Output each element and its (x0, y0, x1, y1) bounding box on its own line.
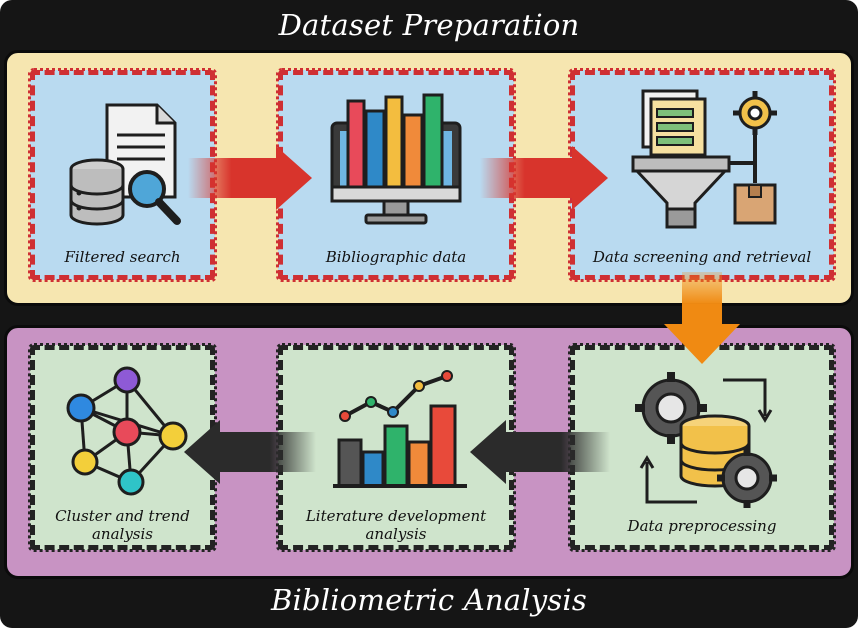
cluster-trend-label-line2: analysis (91, 525, 153, 543)
literature-development-label-line2: analysis (365, 525, 427, 543)
data-screening-card: Data screening and retrieval (568, 68, 836, 282)
cluster-trend-label-line1: Cluster and trend (55, 507, 190, 525)
literature-development-card: Literature development analysis (276, 343, 516, 552)
red-arrow-1 (188, 146, 312, 210)
filtered-search-label: Filtered search (64, 248, 181, 266)
network-cluster-icon (66, 366, 188, 496)
bibliographic-data-label: Bibliographic data (325, 248, 467, 266)
literature-development-label-line1: Literature development (305, 507, 487, 525)
cluster-trend-card: Cluster and trend analysis (28, 343, 217, 552)
dark-arrow-1 (470, 420, 610, 484)
dark-arrow-2 (184, 420, 316, 484)
gears-database-cycle-icon (635, 372, 777, 508)
red-arrow-2 (480, 146, 608, 210)
dataset-preparation-title: Dataset Preparation (278, 8, 580, 42)
bar-chart-trend-icon (333, 370, 467, 488)
data-preprocessing-label: Data preprocessing (627, 517, 777, 535)
funnel-gear-box-icon (631, 89, 777, 229)
orange-down-arrow (664, 272, 740, 364)
bibliographic-data-card: Bibliographic data (276, 68, 516, 282)
monitor-books-icon (330, 93, 462, 225)
data-preprocessing-card: Data preprocessing (568, 343, 836, 552)
filtered-search-card: Filtered search (28, 68, 217, 282)
bibliometric-analysis-title: Bibliometric Analysis (271, 583, 587, 617)
data-screening-label: Data screening and retrieval (592, 248, 812, 266)
document-database-magnifier-icon (69, 103, 181, 226)
